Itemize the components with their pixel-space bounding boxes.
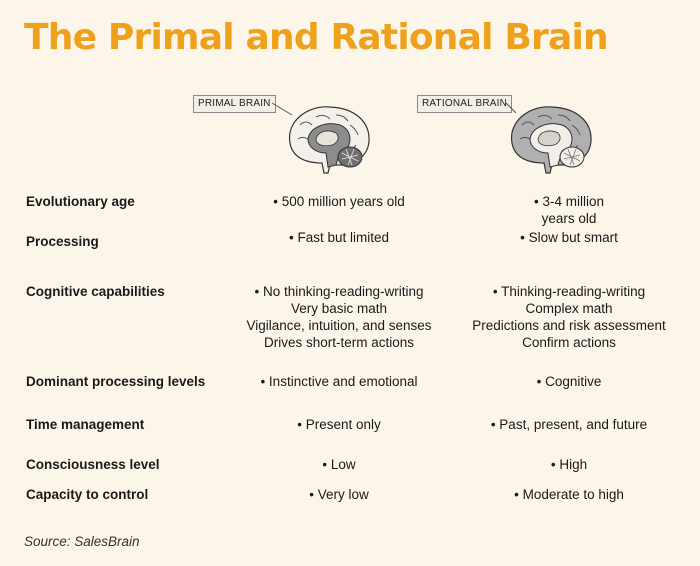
rational-brain-illustration — [505, 102, 592, 174]
row-label-capacity-to-control: Capacity to control — [26, 487, 149, 502]
cell-line: Complex math — [525, 301, 613, 316]
cell-line: Predictions and risk assessment — [472, 318, 666, 333]
cell-line: • High — [550, 457, 588, 472]
cell-line: • Low — [322, 457, 356, 472]
cell-line: Drives short-term actions — [263, 335, 415, 350]
primal-brain-label: PRIMAL BRAIN — [193, 95, 276, 113]
row-label-time-management: Time management — [26, 417, 145, 432]
primal-cell-evolutionary-age: • 500 million years old — [219, 193, 459, 210]
rational-cell-processing: • Slow but smart — [449, 229, 689, 246]
primal-cell-dominant-processing-levels: • Instinctive and emotional — [219, 373, 459, 390]
source-credit: Source: SalesBrain — [24, 534, 140, 549]
primal-brain-illustration — [271, 102, 370, 174]
rational-cell-cognitive-capabilities: • Thinking-reading-writing Complex math … — [449, 283, 689, 351]
cell-line: • Thinking-reading-writing — [492, 284, 646, 299]
rational-cell-time-management: • Past, present, and future — [449, 416, 689, 433]
row-label-cognitive-capabilities: Cognitive capabilities — [26, 284, 165, 299]
primal-cell-processing: • Fast but limited — [219, 229, 459, 246]
cell-line: • 3-4 million — [534, 194, 604, 209]
row-label-dominant-processing-levels: Dominant processing levels — [26, 374, 206, 389]
cell-line: • Slow but smart — [520, 230, 618, 245]
cell-line: • Present only — [297, 417, 381, 432]
cell-line: • No thinking-reading-writing — [254, 284, 424, 299]
cell-line: Confirm actions — [522, 335, 616, 350]
page-title: The Primal and Rational Brain — [24, 17, 609, 58]
cell-line: • Instinctive and emotional — [260, 374, 418, 389]
cell-line: • Very low — [309, 487, 369, 502]
cell-line: • Fast but limited — [288, 230, 389, 245]
row-label-evolutionary-age: Evolutionary age — [26, 194, 135, 209]
cell-line: • Moderate to high — [514, 487, 624, 502]
primal-cell-time-management: • Present only — [219, 416, 459, 433]
cell-line: • Cognitive — [536, 374, 602, 389]
row-label-consciousness-level: Consciousness level — [26, 457, 160, 472]
cell-line: years old — [541, 211, 597, 226]
cell-line: • 500 million years old — [273, 194, 405, 209]
rational-cell-dominant-processing-levels: • Cognitive — [449, 373, 689, 390]
row-label-processing: Processing — [26, 234, 99, 249]
primal-cell-capacity-to-control: • Very low — [219, 486, 459, 503]
primal-cell-cognitive-capabilities: • No thinking-reading-writing Very basic… — [219, 283, 459, 351]
cell-line: Very basic math — [290, 301, 388, 316]
rational-cell-capacity-to-control: • Moderate to high — [449, 486, 689, 503]
primal-cell-consciousness-level: • Low — [219, 456, 459, 473]
rational-cell-consciousness-level: • High — [449, 456, 689, 473]
rational-brain-label: RATIONAL BRAIN — [417, 95, 513, 113]
rational-cell-evolutionary-age: • 3-4 million years old — [449, 193, 689, 227]
cell-line: Vigilance, intuition, and senses — [246, 318, 432, 333]
cell-line: • Past, present, and future — [490, 417, 648, 432]
